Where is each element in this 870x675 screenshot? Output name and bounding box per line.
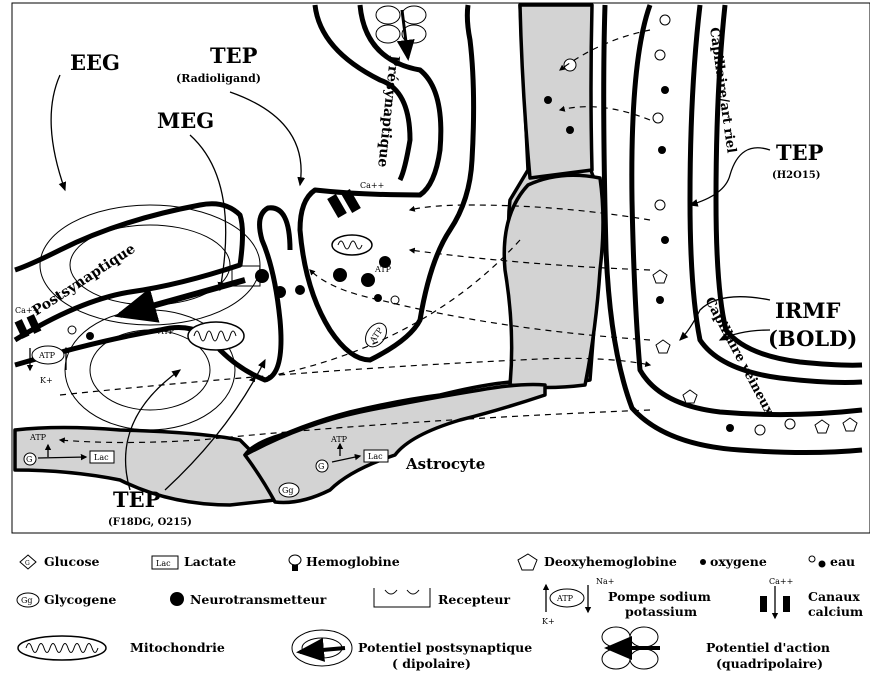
legend-pump-na: Na+ <box>596 577 614 586</box>
legend-hemoglobine-label: Hemoglobine <box>306 554 400 569</box>
legend-potentiel-action: Potentiel d'action (quadripolaire) <box>602 627 830 671</box>
postsynaptic-mitochondrion <box>188 322 244 350</box>
legend-pompe-line1: Pompe sodium <box>608 589 711 604</box>
capillaire-arteriel-label: Capillaire/art riel <box>706 26 738 154</box>
legend-post-line1: Potentiel postsynaptique <box>358 640 532 655</box>
legend-pompe: ATP Na+ K+ Pompe sodium potassium <box>542 577 711 626</box>
action-potential-top <box>376 6 426 58</box>
legend-recepteur-label: Recepteur <box>438 592 510 607</box>
legend-mito-label: Mitochondrie <box>130 640 225 655</box>
legend-glucose: G Glucose <box>20 554 99 569</box>
legend-deoxyhemoglobine: Deoxyhemoglobine <box>518 554 677 570</box>
tep-h2o15-label: (H2O15) <box>772 170 821 181</box>
legend: G Glucose Lac Lactate Hemoglobine Deoxyh… <box>17 554 863 671</box>
legend-eau-label: eau <box>830 554 855 569</box>
legend-pump-atp: ATP <box>556 594 574 603</box>
post-ca-label: Ca++ <box>15 306 39 315</box>
tep-bottom-label: TEP <box>113 487 161 512</box>
radioligand-label: (Radioligand) <box>176 72 261 85</box>
legend-canaux-line2: calcium <box>808 604 863 619</box>
postsynaptic-dendrite <box>15 204 243 340</box>
legend-lactate-label: Lactate <box>184 554 236 569</box>
legend-potentiel-post: Potentiel postsynaptique ( dipolaire) <box>292 630 532 671</box>
legend-gg-symbol: Gg <box>21 596 33 605</box>
presynaptic-mitochondrion <box>332 235 372 255</box>
postsynaptic-water <box>68 326 94 340</box>
legend-pompe-line2: potassium <box>625 604 697 619</box>
legend-canaux-ca: Ca++ <box>769 577 793 586</box>
fdg-label: (F18DG, O215) <box>108 517 192 528</box>
tep-h2o-label: TEP <box>776 140 824 165</box>
post-pump-atp: ATP <box>38 351 56 360</box>
dipole-arrow <box>120 280 245 315</box>
astrocyte-label: Astrocyte <box>405 455 485 473</box>
legend-neuro-label: Neurotransmetteur <box>190 592 327 607</box>
capillary-lower-wall <box>604 5 862 453</box>
astro-atp-label: ATP <box>330 435 348 444</box>
post-k-label: K+ <box>40 376 53 385</box>
astro-lac-label: Lac <box>368 452 383 461</box>
tep-top-label: TEP <box>210 43 258 68</box>
legend-oxygene: oxygene <box>700 554 767 569</box>
postsynaptique-label: Postsynaptique <box>29 241 138 320</box>
meg-label: MEG <box>157 108 214 133</box>
legend-glucose-symbol: G <box>25 560 30 567</box>
legend-glucose-label: Glucose <box>44 554 99 569</box>
left-atp-label: ATP <box>29 433 47 442</box>
legend-neurotransmetteur: Neurotransmetteur <box>170 592 327 607</box>
legend-pump-k: K+ <box>542 617 555 626</box>
post-atp-label: ATP <box>157 327 175 336</box>
legend-action-line1: Potentiel d'action <box>706 640 830 655</box>
pre-ca-label: Ca++ <box>360 181 384 190</box>
legend-post-line2: ( dipolaire) <box>392 656 471 671</box>
postsynaptic-pump: ATP <box>30 346 66 370</box>
legend-eau: eau <box>809 554 855 569</box>
eeg-label: EEG <box>70 50 120 75</box>
astrocyte-endfoot <box>504 175 603 387</box>
legend-glycogene-label: Glycogene <box>44 592 116 607</box>
astro-glycogen-label: Gg <box>282 486 294 495</box>
legend-hemoglobine: Hemoglobine <box>289 554 400 571</box>
legend-deoxy-label: Deoxyhemoglobine <box>544 554 677 569</box>
legend-recepteur: Recepteur <box>374 588 510 607</box>
left-glucose-label: G <box>26 455 32 464</box>
legend-action-line2: (quadripolaire) <box>716 656 823 671</box>
legend-canaux: Ca++ Canaux calcium <box>760 577 863 619</box>
left-lac-label: Lac <box>94 453 109 462</box>
astrocyte-process-top <box>520 5 592 178</box>
legend-lac-symbol: Lac <box>156 559 171 568</box>
bold-label: (BOLD) <box>768 326 857 351</box>
legend-oxygene-label: oxygene <box>710 554 767 569</box>
legend-mitochondrie: Mitochondrie <box>18 636 225 660</box>
legend-glycogene: Gg Glycogene <box>17 592 116 607</box>
legend-canaux-line1: Canaux <box>808 589 860 604</box>
irmf-label: IRMF <box>775 298 841 323</box>
legend-lactate: Lac Lactate <box>152 554 236 569</box>
presynaptique-label: Présynaptique <box>374 55 402 169</box>
astro-glucose-label: G <box>318 462 324 471</box>
